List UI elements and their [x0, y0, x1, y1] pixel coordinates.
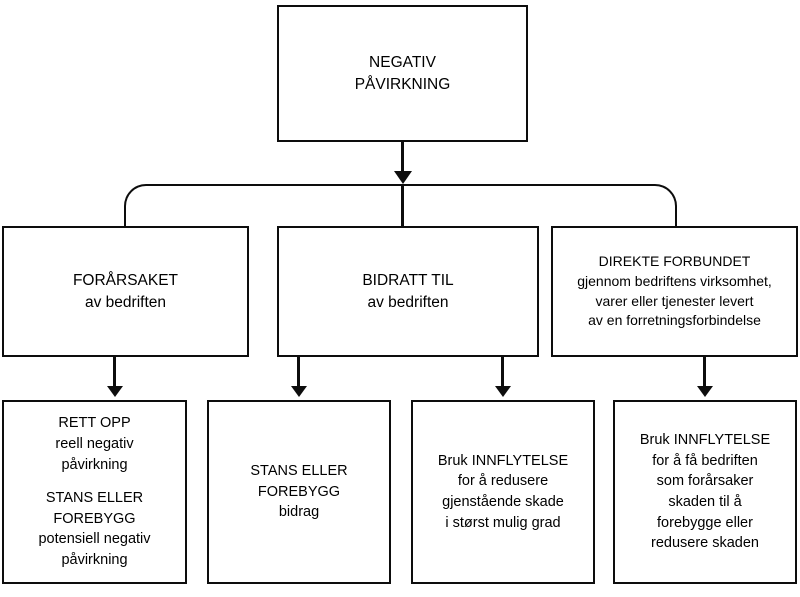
node-negative-impact-line-2: PÅVIRKNING — [354, 75, 451, 93]
arrowhead-contributed-to-action-2 — [290, 386, 307, 397]
node-directly-linked-line-3: varer eller tjenester levert — [595, 292, 754, 309]
arrowhead-linked-to-action-4 — [696, 386, 713, 397]
node-use-leverage-causing-line-1: Bruk INNFLYTELSE — [639, 432, 771, 449]
node-correct-and-prevent-g1-line-2: reell negativ — [55, 436, 134, 453]
node-use-leverage-remaining-harm: Bruk INNFLYTELSE for å redusere gjenståe… — [411, 400, 595, 584]
node-use-leverage-causing-line-2: for å få bedriften — [652, 452, 758, 469]
connector-distribution-bus — [124, 184, 677, 226]
node-contributed-to-line-2: av bedriften — [367, 293, 449, 311]
node-correct-and-prevent-g1-line-3: påvirkning — [61, 456, 128, 473]
node-correct-and-prevent-g2-line-3: potensiell negativ — [38, 531, 151, 548]
arrowhead-caused-to-action-1 — [106, 386, 123, 397]
node-contributed-to: BIDRATT TIL av bedriften — [277, 226, 539, 357]
node-use-leverage-remaining-line-3: gjenstående skade — [442, 494, 564, 510]
node-stop-or-prevent-group-1: STANS ELLER FOREBYGG bidrag — [250, 461, 347, 523]
node-contributed-to-line-1: BIDRATT TIL — [362, 271, 454, 289]
node-correct-and-prevent: RETT OPP reell negativ påvirkning STANS … — [2, 400, 187, 584]
node-use-leverage-causing-line-4: skaden til å — [668, 494, 742, 510]
node-correct-and-prevent-group-1: RETT OPP reell negativ påvirkning — [55, 413, 133, 475]
node-caused-by: FORÅRSAKET av bedriften — [2, 226, 249, 357]
node-caused-by-line-1: FORÅRSAKET — [72, 271, 179, 289]
connector-caused-to-action-1 — [113, 357, 116, 389]
node-stop-or-prevent-line-3: bidrag — [278, 504, 320, 521]
node-correct-and-prevent-g2-line-4: påvirkning — [61, 551, 128, 568]
node-use-leverage-remaining-line-2: for å redusere — [457, 473, 549, 490]
connector-root-stem — [401, 141, 404, 177]
node-correct-and-prevent-group-2: STANS ELLER FOREBYGG potensiell negativ … — [38, 488, 150, 570]
node-use-leverage-causing-line-3: som forårsaker — [656, 473, 754, 490]
node-negative-impact: NEGATIV PÅVIRKNING — [277, 5, 528, 142]
node-correct-and-prevent-g1-line-1: RETT OPP — [58, 415, 131, 432]
node-directly-linked-line-4: av en forretningsforbindelse — [588, 312, 761, 329]
node-stop-or-prevent-contribution: STANS ELLER FOREBYGG bidrag — [207, 400, 391, 584]
connector-linked-to-action-4 — [703, 357, 706, 389]
node-negative-impact-line-1: NEGATIV — [369, 53, 436, 71]
node-use-leverage-causing-group-1: Bruk INNFLYTELSE for å få bedriften som … — [640, 430, 770, 553]
node-use-leverage-causing-line-6: redusere skaden — [650, 535, 759, 552]
node-stop-or-prevent-line-1: STANS ELLER — [250, 463, 348, 480]
connector-bus-to-contributed — [401, 184, 404, 226]
node-caused-by-line-2: av bedriften — [85, 293, 166, 311]
node-use-leverage-remaining-line-1: Bruk INNFLYTELSE — [437, 452, 569, 469]
arrowhead-contributed-to-action-3 — [494, 386, 511, 397]
arrowhead-root-to-bus — [393, 171, 412, 184]
node-correct-and-prevent-g2-line-1: STANS ELLER — [45, 490, 144, 507]
node-use-leverage-causing-line-5: forebygge eller — [657, 514, 753, 531]
connector-contributed-to-action-2 — [297, 357, 300, 389]
node-use-leverage-remaining-line-4: i størst mulig grad — [445, 514, 561, 531]
node-stop-or-prevent-line-2: FOREBYGG — [257, 483, 341, 500]
node-use-leverage-causing-party: Bruk INNFLYTELSE for å få bedriften som … — [613, 400, 797, 584]
node-directly-linked-line-1: DIREKTE FORBUNDET — [598, 252, 751, 269]
node-directly-linked: DIREKTE FORBUNDET gjennom bedriftens vir… — [551, 226, 798, 357]
node-directly-linked-line-2: gjennom bedriftens virksomhet, — [577, 272, 772, 289]
connector-contributed-to-action-3 — [501, 357, 504, 389]
node-use-leverage-remaining-group-1: Bruk INNFLYTELSE for å redusere gjenståe… — [438, 451, 568, 533]
node-correct-and-prevent-g2-line-2: FOREBYGG — [53, 510, 136, 527]
